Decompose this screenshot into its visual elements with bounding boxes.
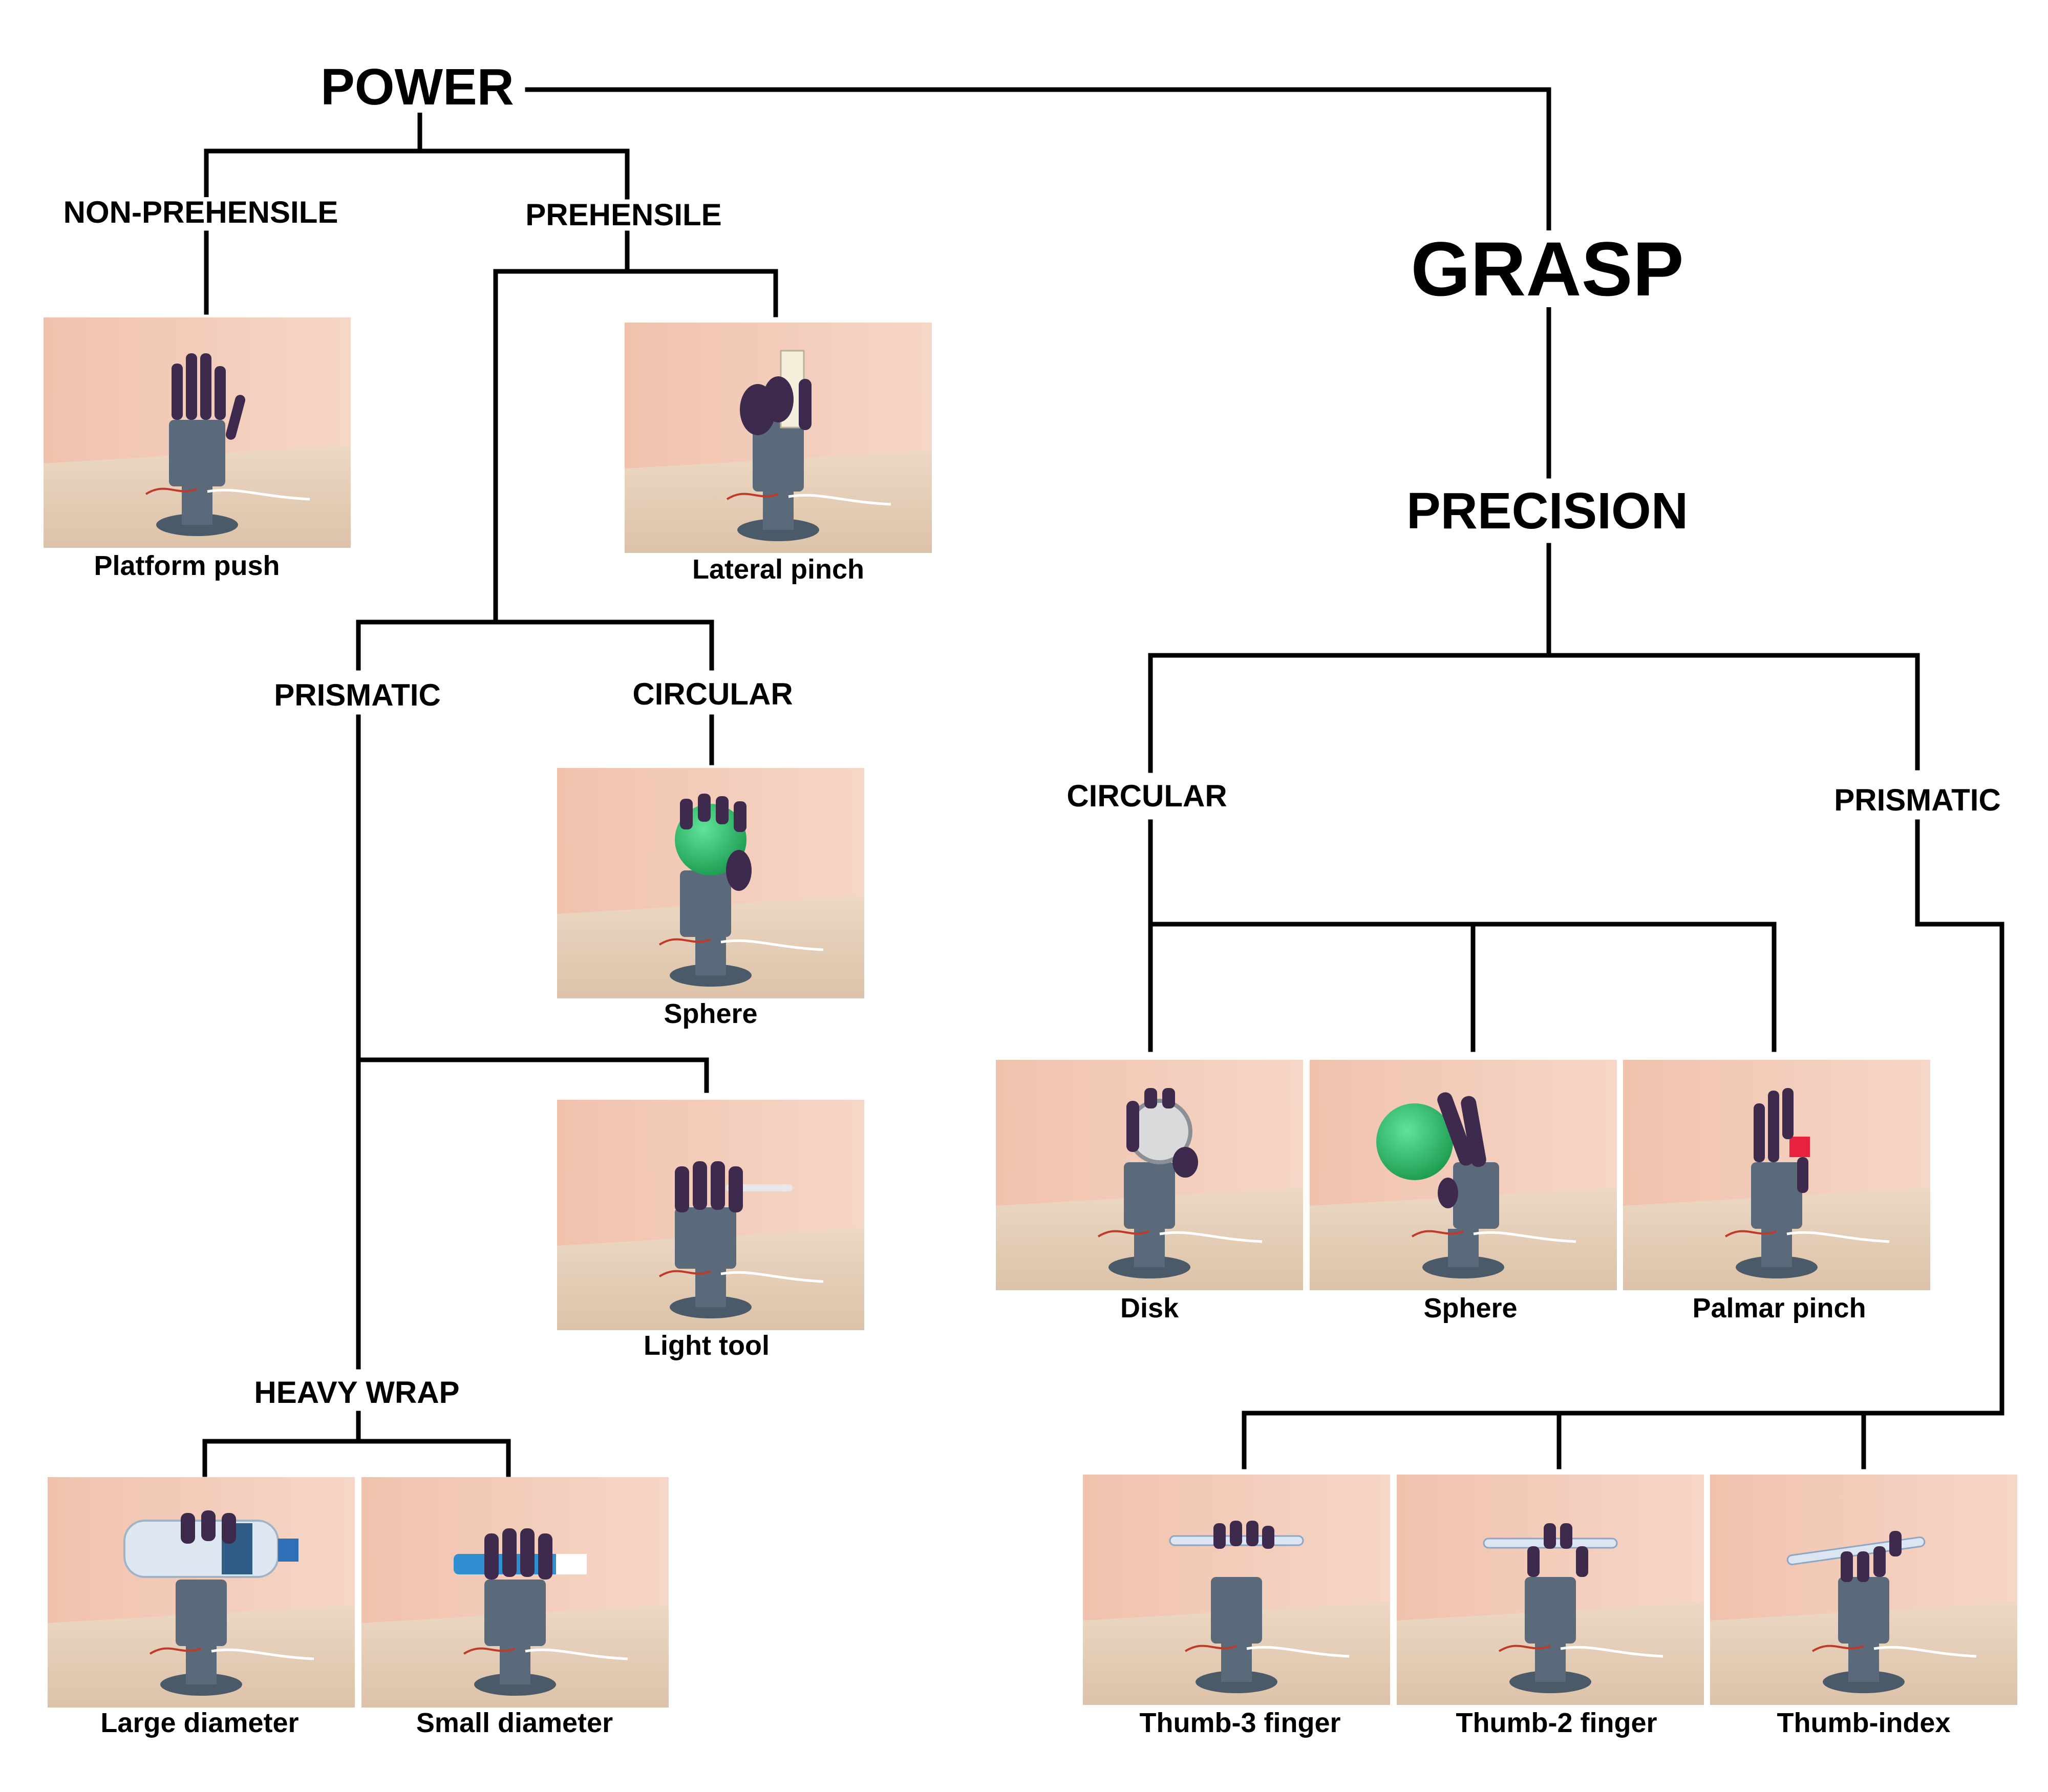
lateral-pinch-photo (625, 323, 932, 553)
small-diameter-photo (361, 1477, 669, 1708)
heavy-wrap-label: HEAVY WRAP (248, 1377, 466, 1408)
connector-light-tool (356, 1057, 709, 1093)
platform-push-caption: Platform push (94, 550, 280, 581)
precision-sphere-caption: Sphere (1423, 1293, 1518, 1324)
platform-push-photo (44, 317, 351, 548)
grasp-label: GRASP (1404, 230, 1690, 307)
thumb-index-photo (1710, 1475, 2017, 1705)
palmar-pinch-caption: Palmar pinch (1692, 1293, 1866, 1324)
connector-prismatic-circular (356, 620, 714, 671)
power-prismatic-label: PRISMATIC (268, 680, 447, 711)
thumb-index-caption: Thumb-index (1777, 1708, 1951, 1738)
disk-caption: Disk (1120, 1293, 1179, 1324)
power-circular-label: CIRCULAR (626, 679, 799, 710)
small-diameter-caption: Small diameter (416, 1708, 613, 1738)
connector-pcircular-branches (1148, 922, 1777, 1052)
thumb-3-finger-caption: Thumb-3 finger (1139, 1708, 1341, 1738)
power-label: POWER (314, 61, 520, 113)
precision-circular-label: CIRCULAR (1060, 781, 1233, 812)
lateral-pinch-caption: Lateral pinch (692, 554, 865, 585)
connector-power-grasp (525, 87, 1551, 238)
connector-pprismatic-route (1242, 819, 2004, 1469)
precision-sphere-photo (1310, 1060, 1617, 1290)
connector-power-branches (204, 148, 630, 200)
non-prehensile-label: NON-PREHENSILE (57, 197, 345, 228)
precision-prismatic-label: PRISMATIC (1828, 785, 2007, 816)
prehensile-label: PREHENSILE (519, 200, 728, 230)
large-diameter-caption: Large diameter (100, 1708, 299, 1738)
light-tool-caption: Light tool (644, 1330, 770, 1361)
thumb-3-finger-photo (1083, 1475, 1390, 1705)
connector-prehensile-branches (493, 269, 778, 625)
thumb-2-finger-caption: Thumb-2 finger (1456, 1708, 1657, 1738)
thumb-2-finger-photo (1397, 1475, 1704, 1705)
precision-label: PRECISION (1400, 485, 1695, 537)
large-diameter-photo (48, 1477, 355, 1708)
connector-precision-branches (1148, 653, 1920, 773)
connector-heavywrap-branches (202, 1439, 511, 1477)
power-sphere-photo (557, 768, 864, 998)
disk-photo (996, 1060, 1303, 1290)
palmar-pinch-photo (1623, 1060, 1930, 1290)
light-tool-photo (557, 1100, 864, 1330)
power-sphere-caption: Sphere (664, 998, 758, 1029)
